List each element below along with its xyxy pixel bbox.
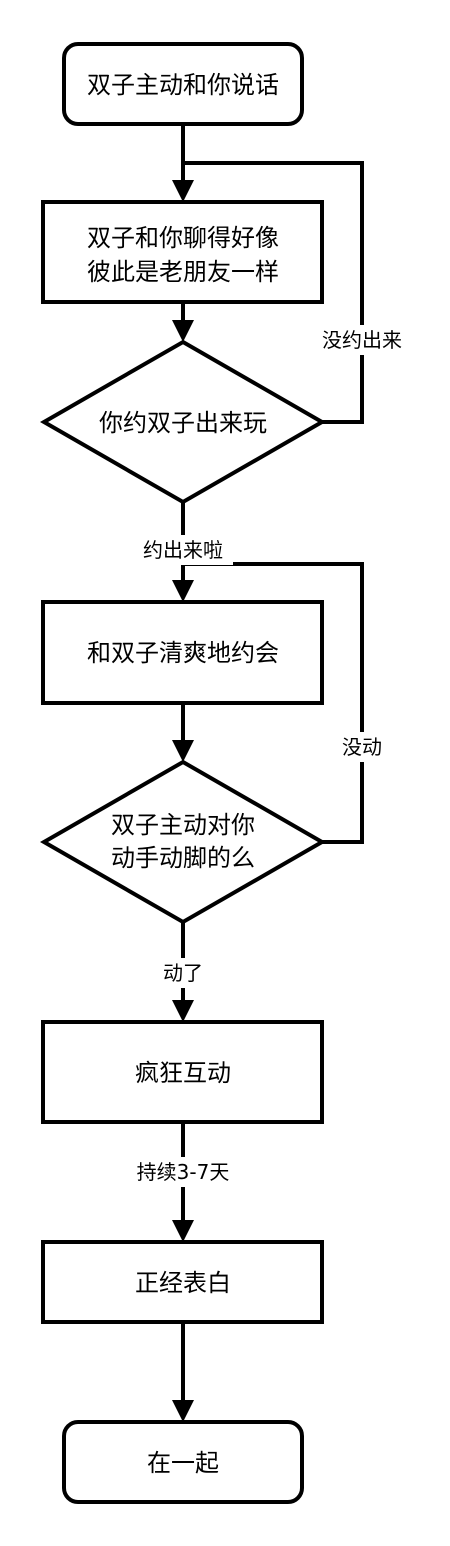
edge-label-no-move: 没动 <box>342 735 382 759</box>
node-date-shape <box>41 600 324 705</box>
label-bg-no-move <box>334 732 390 762</box>
node-chat-text-line2: 彼此是老朋友一样 <box>87 258 279 286</box>
node-together-shape <box>62 1420 304 1504</box>
decision-move-shape <box>39 759 327 925</box>
decision-ask-out-text: 你约双子出来玩 <box>99 409 267 437</box>
node-chat: 双子和你聊得好像 彼此是老朋友一样 <box>41 200 324 304</box>
node-confess-text: 正经表白 <box>135 1269 231 1297</box>
node-together-text: 在一起 <box>147 1449 219 1477</box>
node-chat-shape <box>41 200 324 304</box>
label-bg-moved <box>153 958 213 988</box>
node-date-text: 和双子清爽地约会 <box>87 639 279 667</box>
node-together: 在一起 <box>62 1420 304 1504</box>
arrowhead-to-date <box>172 580 194 602</box>
label-bg-went-out <box>133 535 233 565</box>
node-start-text: 双子主动和你说话 <box>87 71 279 99</box>
node-move: 双子主动对你 动手动脚的么 <box>39 759 327 925</box>
label-bg-lasts <box>128 1157 240 1187</box>
label-bg-not-out <box>312 325 412 355</box>
node-interact-shape <box>41 1020 324 1124</box>
arrowhead-to-ask <box>172 320 194 342</box>
node-interact-text: 疯狂互动 <box>135 1059 231 1087</box>
edge-label-not-out: 没约出来 <box>322 328 402 352</box>
node-start: 双子主动和你说话 <box>62 42 304 126</box>
arrowhead-to-chat <box>172 180 194 202</box>
edge-label-moved: 动了 <box>163 961 203 985</box>
edge-not-out-loop <box>183 161 364 424</box>
arrowhead-to-move <box>172 740 194 762</box>
arrowhead-to-confess <box>172 1220 194 1242</box>
decision-ask-out-shape <box>39 339 327 505</box>
node-chat-text-line1: 双子和你聊得好像 <box>87 224 279 252</box>
node-start-shape <box>62 42 304 126</box>
node-confess: 正经表白 <box>41 1240 324 1324</box>
arrowhead-to-together <box>172 1400 194 1422</box>
edge-no-move-loop <box>183 562 364 844</box>
decision-move-text-line1: 双子主动对你 <box>111 811 255 839</box>
edge-label-lasts: 持续3-7天 <box>137 1160 230 1184</box>
edge-label-went-out: 约出来啦 <box>143 538 223 562</box>
decision-move-text-line2: 动手动脚的么 <box>111 844 255 872</box>
arrowhead-to-interact <box>172 1000 194 1022</box>
node-ask-out: 你约双子出来玩 <box>39 339 327 505</box>
node-confess-shape <box>41 1240 324 1324</box>
node-date: 和双子清爽地约会 <box>41 600 324 705</box>
node-interact: 疯狂互动 <box>41 1020 324 1124</box>
